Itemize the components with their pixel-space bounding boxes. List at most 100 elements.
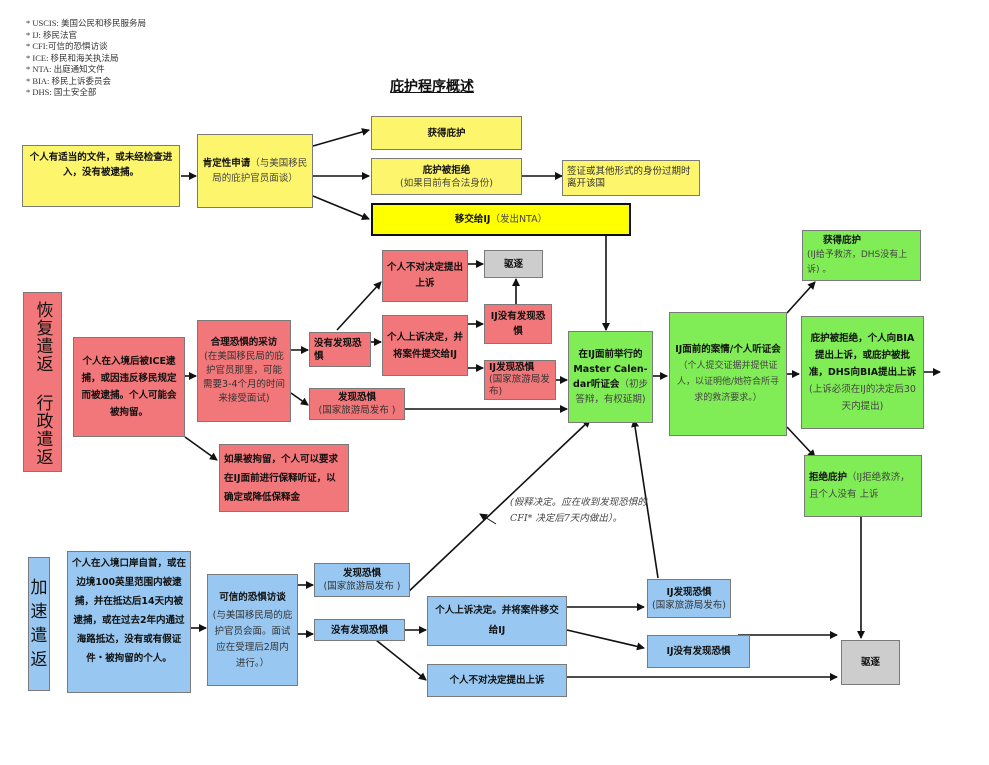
- arrow: [479, 513, 497, 525]
- arrow: [566, 629, 645, 651]
- refer-to-ij-note: （发出NTA）: [490, 214, 548, 225]
- arrow: [312, 128, 370, 147]
- rfi-ij-no-fear-box: IJ没有发现恐惧: [484, 304, 552, 344]
- rfi-no-appeal-box: 个人不对决定提出上诉: [382, 250, 468, 302]
- arrow: [786, 426, 816, 458]
- legend-item: * DHS: 国土安全部: [26, 87, 97, 97]
- label-char: 加: [30, 578, 48, 598]
- legend-item: * ICE: 移民和海关执法局: [26, 52, 119, 63]
- cfi-no-fear-box: 没有发现恐惧: [314, 619, 405, 641]
- visa-expire-box: 签证或其他形式的身份过期时离开该国: [562, 160, 700, 196]
- arrow: [786, 281, 816, 314]
- merits-hearing-title: IJ面前的案情/个人听证会: [675, 344, 781, 355]
- legend-item: * USCIS: 美国公民和移民服务局: [26, 18, 146, 28]
- cfi-no-fear-text: 没有发现恐惧: [330, 624, 388, 636]
- rfi-removal-box: 驱逐: [484, 250, 543, 278]
- rfi-ij-no-fear-text: IJ没有发现恐惧: [490, 311, 546, 337]
- abbreviation-legend: * USCIS: 美国公民和移民服务局 * IJ: 移民法官 * CFI:可信的…: [26, 18, 146, 99]
- court-granted-title: 获得庇护: [823, 235, 862, 246]
- expedited-arrest-text: 个人在入境口岸自首，或在边境100英里范围内被逮捕，并在抵达后14天内被逮捕，或…: [72, 558, 187, 664]
- affirmative-granted-box: 获得庇护: [371, 116, 522, 150]
- affirmative-application-title: 肯定性申请: [202, 158, 251, 169]
- master-calendar-note: （初步答辩，有权延期): [575, 379, 648, 405]
- affirmative-application-note: （与美国移民局的庇护官员面谈）: [212, 158, 308, 184]
- diagram-title: 庇护程序概述: [390, 79, 474, 95]
- master-calendar-title: 在IJ面前举行的Master Calen- dar听证会: [573, 349, 648, 390]
- court-denied-note: （IJ拒绝救济，且个人没有 上诉: [809, 472, 910, 500]
- rfi-fear-found-title: 发现恐惧: [337, 392, 376, 403]
- label-char: 速: [30, 602, 48, 622]
- ice-arrest-text: 个人在入境后被ICE逮捕，或因违反移民规定而被逮捕。个人可能会被拘留。: [81, 356, 177, 418]
- arrow: [336, 281, 382, 331]
- reasonable-fear-interview-box: 合理恐惧的采访 (在美国移民局的庇护官员那里，可能需要3-4个月的时间来接受面试…: [197, 320, 291, 422]
- cfi-fear-found-title: 发现恐惧: [342, 568, 381, 579]
- court-granted-box: 获得庇护 (IJ给予救济，DHS没有上诉) 。: [802, 230, 921, 281]
- legend-item: * NTA: 出庭通知文件: [26, 64, 105, 74]
- rfi-fear-found-note: (国家旅游局发布 ): [318, 405, 396, 416]
- refer-to-ij-box: 移交给IJ（发出NTA）: [371, 203, 631, 236]
- cfi-appeal-text: 个人上诉决定。并将案件移交给IJ: [435, 605, 559, 636]
- expedited-arrest-box: 个人在入境口岸自首，或在边境100英里范围内被逮捕，并在抵达后14天内被逮捕，或…: [67, 551, 191, 693]
- refer-to-ij-title: 移交给IJ: [454, 214, 491, 225]
- credible-fear-interview-note: (与美国移民局的庇护官员会面。面试应在受理后2周内进行。）: [212, 610, 293, 669]
- rfi-ij-fear-title: IJ发现恐惧: [489, 362, 535, 373]
- merits-hearing-box: IJ面前的案情/个人听证会 （个人提交证据并提供证人，以证明他/她符合所寻求的救济…: [669, 312, 787, 436]
- affirmative-denied-title: 庇护被拒绝: [422, 164, 471, 176]
- cfi-no-appeal-text: 个人不对决定提出上诉: [449, 675, 545, 686]
- label-char: 遣: [30, 626, 48, 646]
- cfi-fear-found-box: 发现恐惧 (国家旅游局发布 ): [314, 563, 410, 597]
- court-denied-title: 拒绝庇护: [809, 472, 848, 483]
- rfi-no-fear-text: 没有发现恐惧: [314, 337, 362, 362]
- bia-appeal-box: 庇护被拒绝，个人向BIA提出上诉，或庇护被批准，DHS向BIA提出上诉 (上诉必…: [801, 316, 924, 429]
- court-granted-note: (IJ给予救济，DHS没有上诉) 。: [807, 250, 908, 275]
- bond-hearing-box: 如果被拘留，个人可以要求在IJ面前进行保释听证，以确定或降低保释金: [219, 444, 349, 512]
- cfi-appeal-box: 个人上诉决定。并将案件移交给IJ: [427, 596, 567, 646]
- merits-hearing-note: （个人提交证据并提供证人，以证明他/她符合所寻求的救济要求。）: [676, 361, 780, 403]
- cfi-ij-fear-note: (国家旅游局发布): [652, 599, 726, 611]
- cfi-ij-no-fear-text: IJ没有发现恐惧: [666, 646, 731, 657]
- cfi-no-appeal-box: 个人不对决定提出上诉: [427, 664, 567, 697]
- bia-appeal-note: (上诉必须在IJ的决定后30天内提出): [809, 384, 916, 412]
- final-removal-box: 驱逐: [841, 640, 900, 685]
- affirmative-granted-text: 获得庇护: [427, 127, 466, 139]
- rfi-ij-fear-box: IJ发现恐惧 (国家旅游局发布): [484, 360, 556, 400]
- reasonable-fear-interview-title: 合理恐惧的采访: [210, 337, 278, 348]
- reinstatement-label: 恢复遣返 行政遣返: [32, 301, 53, 466]
- arrow: [290, 392, 309, 406]
- affirmative-denied-box: 庇护被拒绝 (如果目前有合法身份): [371, 158, 522, 195]
- bond-hearing-text: 如果被拘留，个人可以要求在IJ面前进行保释听证，以确定或降低保释金: [224, 453, 339, 503]
- legend-item: * IJ: 移民法官: [26, 29, 78, 40]
- rfi-appeal-text: 个人上诉决定，并将案件提交给IJ: [387, 331, 464, 360]
- label-char: 返: [30, 650, 48, 670]
- legend-item: * CFI:可信的恐惧访谈: [26, 41, 108, 51]
- court-denied-box: 拒绝庇护（IJ拒绝救济，且个人没有 上诉: [804, 455, 922, 517]
- final-removal-text: 驱逐: [860, 657, 880, 668]
- cfi-ij-no-fear-box: IJ没有发现恐惧: [647, 635, 750, 668]
- arrow: [375, 639, 427, 681]
- credible-fear-interview-box: 可信的恐惧访谈 (与美国移民局的庇护官员会面。面试应在受理后2周内进行。）: [207, 574, 298, 686]
- affirmative-application-box: 肯定性申请（与美国移民局的庇护官员面谈）: [197, 134, 313, 208]
- cfi-ij-fear-title: IJ发现恐惧: [666, 586, 712, 598]
- parole-decision-note: (假释决定。应在收到发现恐惧的CFI* 决定后7天内做出）。: [510, 497, 647, 524]
- expedited-label-box: 加 速 遣 返: [28, 557, 50, 691]
- visa-expire-text: 签证或其他形式的身份过期时离开该国: [567, 166, 691, 189]
- affirmative-denied-note: (如果目前有合法身份): [400, 177, 493, 189]
- arrow: [312, 195, 370, 221]
- master-calendar-box: 在IJ面前举行的Master Calen- dar听证会（初步答辩，有权延期): [568, 331, 653, 423]
- reinstatement-label-box: 恢复遣返 行政遣返: [23, 292, 62, 472]
- rfi-ij-fear-note: (国家旅游局发布): [489, 374, 550, 397]
- rfi-appeal-box: 个人上诉决定，并将案件提交给IJ: [382, 315, 468, 376]
- cfi-ij-fear-box: IJ发现恐惧 (国家旅游局发布): [647, 579, 731, 618]
- reasonable-fear-interview-note: (在美国移民局的庇护官员那里，可能需要3-4个月的时间来接受面试): [202, 351, 286, 404]
- bia-appeal-title: 庇护被拒绝，个人向BIA提出上诉，或庇护被批准，DHS向BIA提出上诉: [808, 333, 917, 378]
- arrow: [184, 436, 218, 461]
- legend-item: * BIA: 移民上诉委员会: [26, 75, 112, 86]
- rfi-removal-text: 驱逐: [503, 258, 523, 270]
- cfi-fear-found-note: (国家旅游局发布 ): [323, 581, 401, 592]
- affirmative-start-box: 个人有适当的文件，或未经检查进入，没有被逮捕。: [22, 145, 180, 207]
- ice-arrest-box: 个人在入境后被ICE逮捕，或因违反移民规定而被逮捕。个人可能会被拘留。: [73, 337, 185, 437]
- arrow: [631, 419, 659, 579]
- rfi-fear-found-box: 发现恐惧 (国家旅游局发布 ): [309, 388, 405, 420]
- affirmative-start-text: 个人有适当的文件，或未经检查进入，没有被逮捕。: [29, 152, 173, 178]
- arrow: [404, 419, 591, 596]
